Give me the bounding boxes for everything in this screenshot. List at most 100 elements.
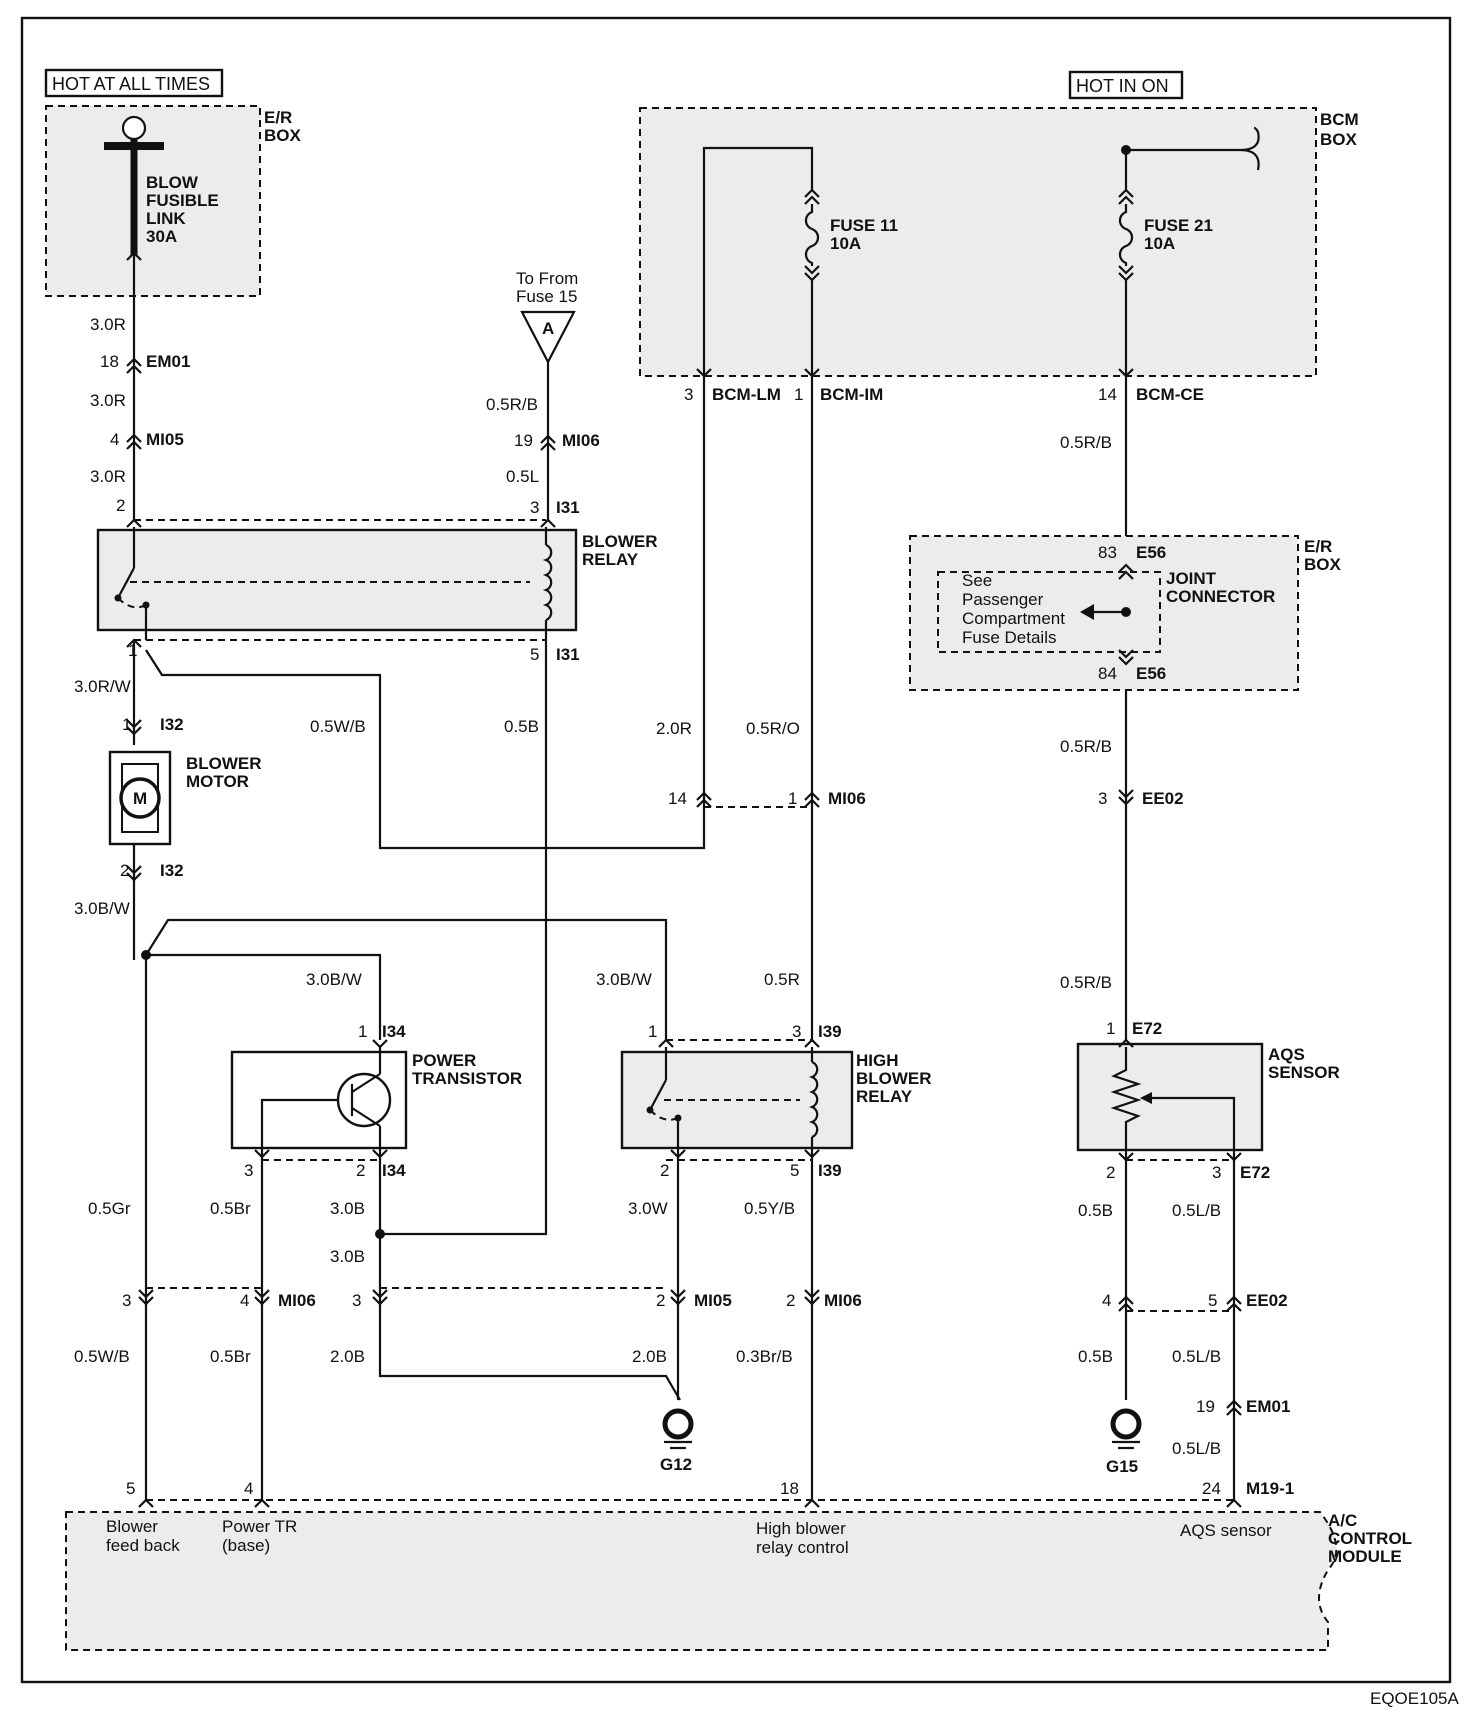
svg-text:0.5Y/B: 0.5Y/B: [744, 1199, 795, 1218]
svg-text:0.5B: 0.5B: [1078, 1347, 1113, 1366]
svg-text:4: 4: [110, 430, 119, 449]
hot-all-times-box: [44, 68, 224, 98]
connector-mi05-left: [126, 433, 142, 450]
svg-text:18: 18: [100, 352, 119, 371]
svg-text:0.5Br: 0.5Br: [210, 1199, 251, 1218]
svg-text:0.5Gr: 0.5Gr: [88, 1199, 131, 1218]
svg-text:0.5R/B: 0.5R/B: [1060, 433, 1112, 452]
svg-text:M19-1: M19-1: [1246, 1479, 1294, 1498]
svg-text:BCM-CE: BCM-CE: [1136, 385, 1204, 404]
svg-text:3: 3: [792, 1022, 801, 1041]
svg-text:3.0B: 3.0B: [330, 1199, 365, 1218]
svg-text:4: 4: [240, 1291, 249, 1310]
svg-text:0.5R/B: 0.5R/B: [1060, 737, 1112, 756]
svg-text:18: 18: [780, 1479, 799, 1498]
svg-text:MI06: MI06: [824, 1291, 862, 1310]
svg-text:0.5W/B: 0.5W/B: [74, 1347, 130, 1366]
svg-text:3.0B: 3.0B: [330, 1247, 365, 1266]
svg-text:1: 1: [794, 385, 803, 404]
svg-text:0.5L: 0.5L: [506, 467, 539, 486]
pin-aqs-sensor: AQS sensor: [1180, 1521, 1272, 1540]
svg-text:19: 19: [514, 431, 533, 450]
svg-text:E72: E72: [1240, 1163, 1270, 1182]
svg-text:5: 5: [790, 1161, 799, 1180]
svg-text:EE02: EE02: [1142, 789, 1184, 808]
svg-text:4: 4: [244, 1479, 253, 1498]
svg-text:I31: I31: [556, 645, 580, 664]
svg-text:EE02: EE02: [1246, 1291, 1288, 1310]
svg-text:4: 4: [1102, 1291, 1111, 1310]
pin-power-tr-base: Power TR (base): [222, 1517, 302, 1555]
svg-text:I39: I39: [818, 1022, 842, 1041]
pin-high-blower-control: High blower relay control: [756, 1519, 851, 1557]
er-box-top: [46, 106, 260, 296]
svg-text:3: 3: [122, 1291, 131, 1310]
blower-relay-label: BLOWER RELAY: [582, 532, 662, 569]
svg-text:E56: E56: [1136, 664, 1166, 683]
svg-text:2: 2: [786, 1291, 795, 1310]
er-box-joint-label-2: BOX: [1304, 555, 1342, 574]
svg-text:3: 3: [244, 1161, 253, 1180]
svg-text:M: M: [133, 789, 147, 808]
bcm-box-label: BCM: [1320, 110, 1359, 129]
blower-motor: [108, 750, 172, 846]
high-blower-relay-label: HIGH BLOWER RELAY: [856, 1051, 936, 1106]
svg-text:2: 2: [656, 1291, 665, 1310]
er-box-top-label: E/R: [264, 108, 292, 127]
svg-text:3: 3: [1098, 789, 1107, 808]
svg-text:2.0B: 2.0B: [632, 1347, 667, 1366]
svg-text:0.5Br: 0.5Br: [210, 1347, 251, 1366]
svg-text:3.0R: 3.0R: [90, 315, 126, 334]
svg-text:5: 5: [126, 1479, 135, 1498]
svg-text:3.0B/W: 3.0B/W: [306, 970, 362, 989]
svg-text:2: 2: [660, 1161, 669, 1180]
svg-text:I34: I34: [382, 1161, 406, 1180]
blower-motor-label: BLOWER MOTOR: [186, 754, 266, 791]
svg-text:2.0R: 2.0R: [656, 719, 692, 738]
svg-text:1: 1: [358, 1022, 367, 1041]
svg-text:MI06: MI06: [562, 431, 600, 450]
svg-text:14: 14: [668, 789, 687, 808]
hot-in-on-label: HOT IN ON: [1076, 76, 1169, 96]
connector-em01-left: [126, 357, 142, 374]
figure-code: EQOE105A: [1370, 1689, 1459, 1708]
bcm-box: [640, 108, 1316, 376]
svg-text:3.0R: 3.0R: [90, 391, 126, 410]
power-transistor-label: POWER TRANSISTOR: [412, 1051, 522, 1088]
svg-text:0.5R: 0.5R: [764, 970, 800, 989]
outer-frame: [20, 16, 1452, 1684]
fuse15-ref-label: To From Fuse 15: [516, 269, 583, 306]
svg-text:0.5R/O: 0.5R/O: [746, 719, 800, 738]
svg-text:1: 1: [122, 715, 131, 734]
svg-text:2: 2: [1106, 1163, 1115, 1182]
fuse21-label: FUSE 21 10A: [1144, 216, 1218, 253]
svg-text:2: 2: [116, 496, 125, 515]
power-transistor: [230, 1050, 408, 1150]
aqs-sensor-label: AQS SENSOR: [1268, 1045, 1340, 1082]
svg-text:I39: I39: [818, 1161, 842, 1180]
er-box-top-label-2: BOX: [264, 126, 302, 145]
svg-text:0.5L/B: 0.5L/B: [1172, 1201, 1221, 1220]
svg-text:1: 1: [788, 789, 797, 808]
svg-text:3.0R/W: 3.0R/W: [74, 677, 131, 696]
svg-text:5: 5: [530, 645, 539, 664]
fuse15-triangle: [520, 310, 576, 365]
svg-text:BCM-LM: BCM-LM: [712, 385, 781, 404]
g12-label: G12: [660, 1455, 692, 1474]
svg-text:3: 3: [352, 1291, 361, 1310]
svg-text:EM01: EM01: [146, 352, 190, 371]
svg-text:0.5L/B: 0.5L/B: [1172, 1439, 1221, 1458]
g15-label: G15: [1106, 1457, 1138, 1476]
svg-text:EM01: EM01: [1246, 1397, 1290, 1416]
er-box-joint-label: E/R: [1304, 537, 1332, 556]
svg-text:2.0B: 2.0B: [330, 1347, 365, 1366]
svg-text:1: 1: [648, 1022, 657, 1041]
svg-text:1: 1: [128, 641, 137, 660]
svg-text:MI06: MI06: [278, 1291, 316, 1310]
svg-text:84: 84: [1098, 664, 1117, 683]
svg-text:A: A: [542, 319, 554, 338]
svg-text:I34: I34: [382, 1022, 406, 1041]
svg-text:2: 2: [356, 1161, 365, 1180]
svg-text:2: 2: [120, 861, 129, 880]
